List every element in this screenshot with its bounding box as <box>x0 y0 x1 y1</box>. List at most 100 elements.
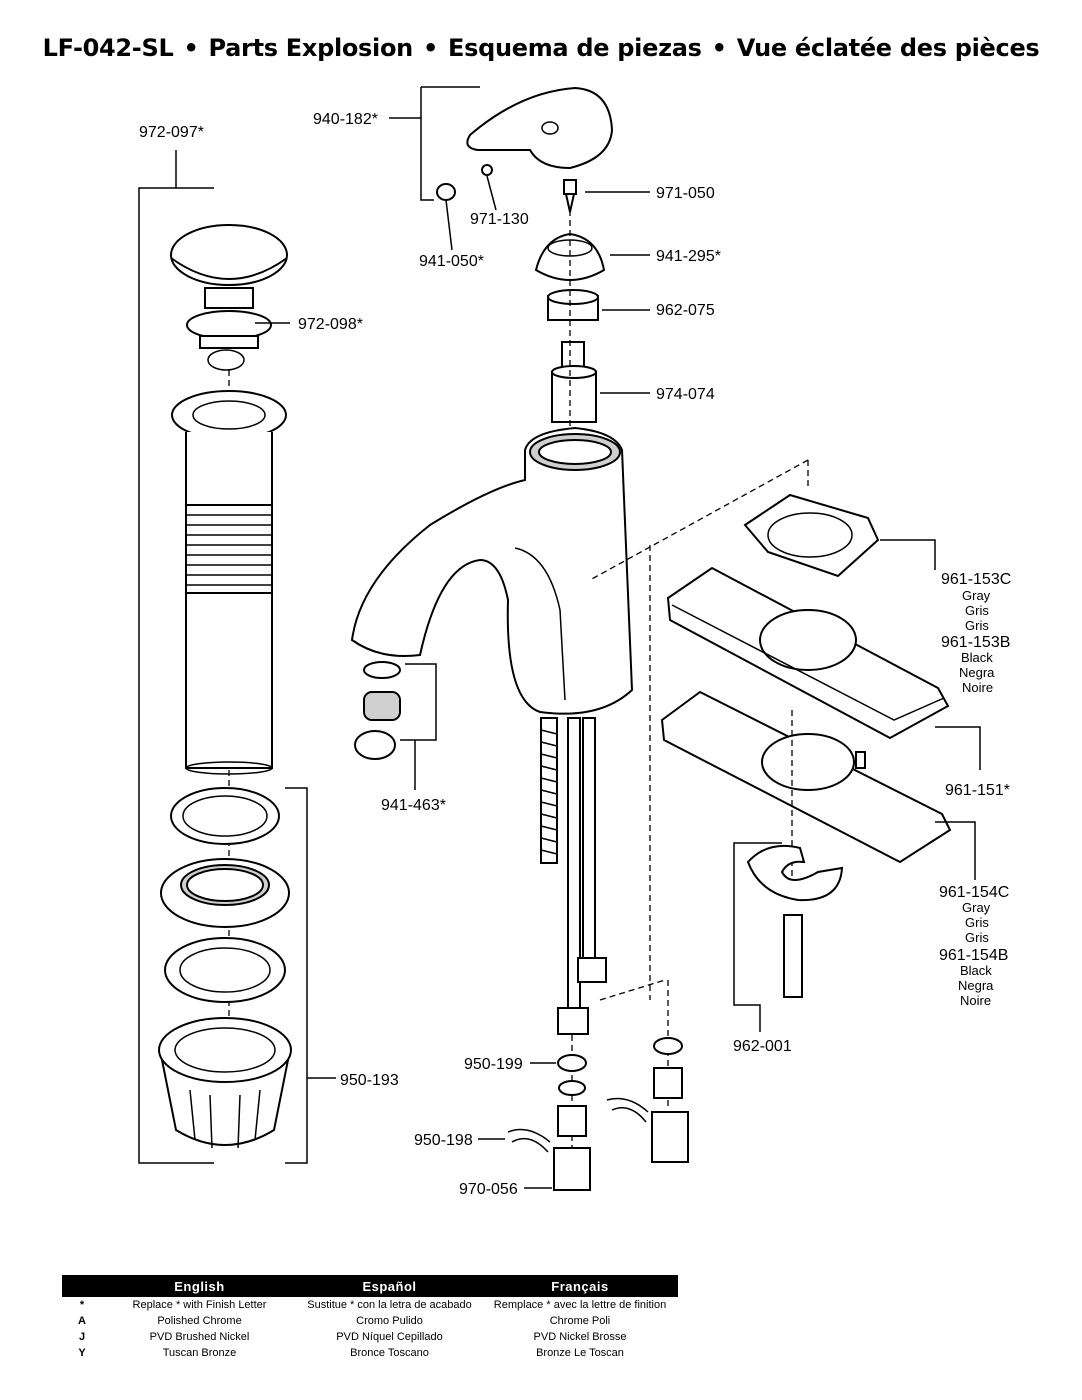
legend-header-spanish: Español <box>362 1278 417 1294</box>
o-ring <box>557 1054 587 1072</box>
drain-nut <box>158 1017 292 1149</box>
part-label-961-151: 961-151* <box>945 782 1010 799</box>
finish-label: Black <box>961 650 993 665</box>
bracket-950-193 <box>285 787 308 1164</box>
handle-lever <box>466 86 614 170</box>
part-label-974-074: 974-074 <box>656 386 715 403</box>
deck-plate <box>666 566 950 740</box>
adapter <box>553 1147 591 1191</box>
adapter <box>651 1111 689 1163</box>
finish-english: Replace * with Finish Letter <box>132 1299 267 1311</box>
finish-label: Gray <box>962 900 991 915</box>
set-screw <box>481 164 493 176</box>
finish-french: PVD Nickel Brosse <box>533 1331 627 1343</box>
finish-label: Negra <box>958 978 994 993</box>
supply-fittings <box>478 979 689 1191</box>
faucet-body <box>350 426 634 1035</box>
finish-spanish: Bronce Toscano <box>350 1347 429 1359</box>
finish-french: Remplace * avec la lettre de finition <box>493 1299 667 1311</box>
part-label-961-153C: 961-153C <box>941 571 1011 588</box>
model-number: LF-042-SL <box>42 34 174 62</box>
finish-code: Y <box>78 1347 86 1359</box>
parts-explosion-diagram: 972-097* 972-098* 940-182* 971-050 971-1… <box>138 86 1011 1198</box>
leader-961-153 <box>880 539 936 570</box>
finish-english: PVD Brushed Nickel <box>149 1331 250 1343</box>
base-plate <box>660 690 952 864</box>
finish-label: Gray <box>962 588 991 603</box>
bracket-962-001 <box>733 842 782 1032</box>
legend-header-english: English <box>174 1278 225 1294</box>
leader-961-154 <box>935 821 976 880</box>
part-label-950-199: 950-199 <box>464 1056 523 1073</box>
legend-row: A Polished Chrome Cromo Pulido Chrome Po… <box>62 1313 678 1329</box>
finish-label: Gris <box>965 930 989 945</box>
leader-961-151 <box>935 726 981 770</box>
gasket-1 <box>170 787 280 845</box>
tube-fitting-right <box>577 957 607 983</box>
legend-row: * Replace * with Finish Letter Sustitue … <box>62 1297 678 1313</box>
handle-assembly <box>389 86 650 470</box>
finish-french: Bronze Le Toscan <box>536 1347 624 1359</box>
title-separator: • <box>711 34 727 62</box>
finish-spanish: Sustitue * con la letra de acabado <box>307 1299 472 1311</box>
part-label-962-001: 962-001 <box>733 1038 792 1055</box>
drain-assembly <box>138 150 336 1164</box>
bracket-941-463 <box>400 663 437 741</box>
finish-english: Tuscan Bronze <box>162 1347 237 1359</box>
part-label-950-193: 950-193 <box>340 1072 399 1089</box>
tube-fitting-left <box>557 1007 589 1035</box>
dome-cap <box>534 232 606 281</box>
retaining-clip <box>507 1128 551 1153</box>
aerator-assembly <box>354 661 437 790</box>
retaining-clip <box>606 1097 649 1123</box>
bracket-972-097 <box>138 150 214 1164</box>
o-ring <box>653 1037 683 1055</box>
title-french: Vue éclatée des pièces <box>736 34 1040 62</box>
part-label-961-154C: 961-154C <box>939 884 1009 901</box>
cartridge <box>551 341 597 423</box>
finish-legend-table: English Español Français * Replace * wit… <box>62 1275 678 1361</box>
gasket-plate <box>743 493 880 578</box>
bracket-940-182 <box>389 117 434 201</box>
coupling-nut <box>653 1067 683 1099</box>
title-spanish: Esquema de piezas <box>448 34 702 62</box>
legend-header-french: Français <box>551 1278 609 1294</box>
part-label-970-056: 970-056 <box>459 1181 518 1198</box>
finish-label: Negra <box>959 665 995 680</box>
finish-label: Gris <box>965 618 989 633</box>
finish-french: Chrome Poli <box>549 1315 611 1327</box>
part-label-941-463: 941-463* <box>381 797 446 814</box>
page-title: LF-042-SL•Parts Explosion•Esquema de pie… <box>0 34 1082 62</box>
drain-body <box>171 390 287 775</box>
center-line <box>589 459 809 581</box>
title-separator: • <box>183 34 199 62</box>
finish-english: Polished Chrome <box>157 1315 242 1327</box>
part-label-961-153B: 961-153B <box>941 634 1010 651</box>
part-label-941-050: 941-050* <box>419 253 484 270</box>
legend-row: Y Tuscan Bronze Bronce Toscano Bronze Le… <box>62 1345 678 1361</box>
leader-line <box>486 175 497 211</box>
stopper-cap <box>170 224 288 371</box>
finish-label: Gris <box>965 603 989 618</box>
part-label-940-182: 940-182* <box>313 111 378 128</box>
escutcheon-assembly <box>589 459 981 1032</box>
coupling-nut <box>557 1105 587 1137</box>
part-label-961-154B: 961-154B <box>939 947 1008 964</box>
finish-spanish: PVD Níquel Cepillado <box>336 1331 443 1343</box>
mounting-bracket <box>746 844 844 998</box>
part-label-971-130: 971-130 <box>470 211 529 228</box>
part-label-950-198: 950-198 <box>414 1132 473 1149</box>
finish-spanish: Cromo Pulido <box>356 1315 423 1327</box>
title-separator: • <box>422 34 438 62</box>
center-line <box>599 979 666 1001</box>
legend-row: J PVD Brushed Nickel PVD Níquel Cepillad… <box>62 1329 678 1345</box>
part-label-971-050: 971-050 <box>656 185 715 202</box>
finish-code: J <box>78 1331 86 1343</box>
o-ring <box>558 1080 586 1096</box>
part-label-941-295: 941-295* <box>656 248 721 265</box>
part-label-972-097: 972-097* <box>139 124 204 141</box>
part-label-972-098: 972-098* <box>298 316 363 333</box>
gasket-3 <box>164 937 286 1003</box>
button-cap <box>436 183 456 201</box>
finish-label: Noire <box>962 680 993 695</box>
